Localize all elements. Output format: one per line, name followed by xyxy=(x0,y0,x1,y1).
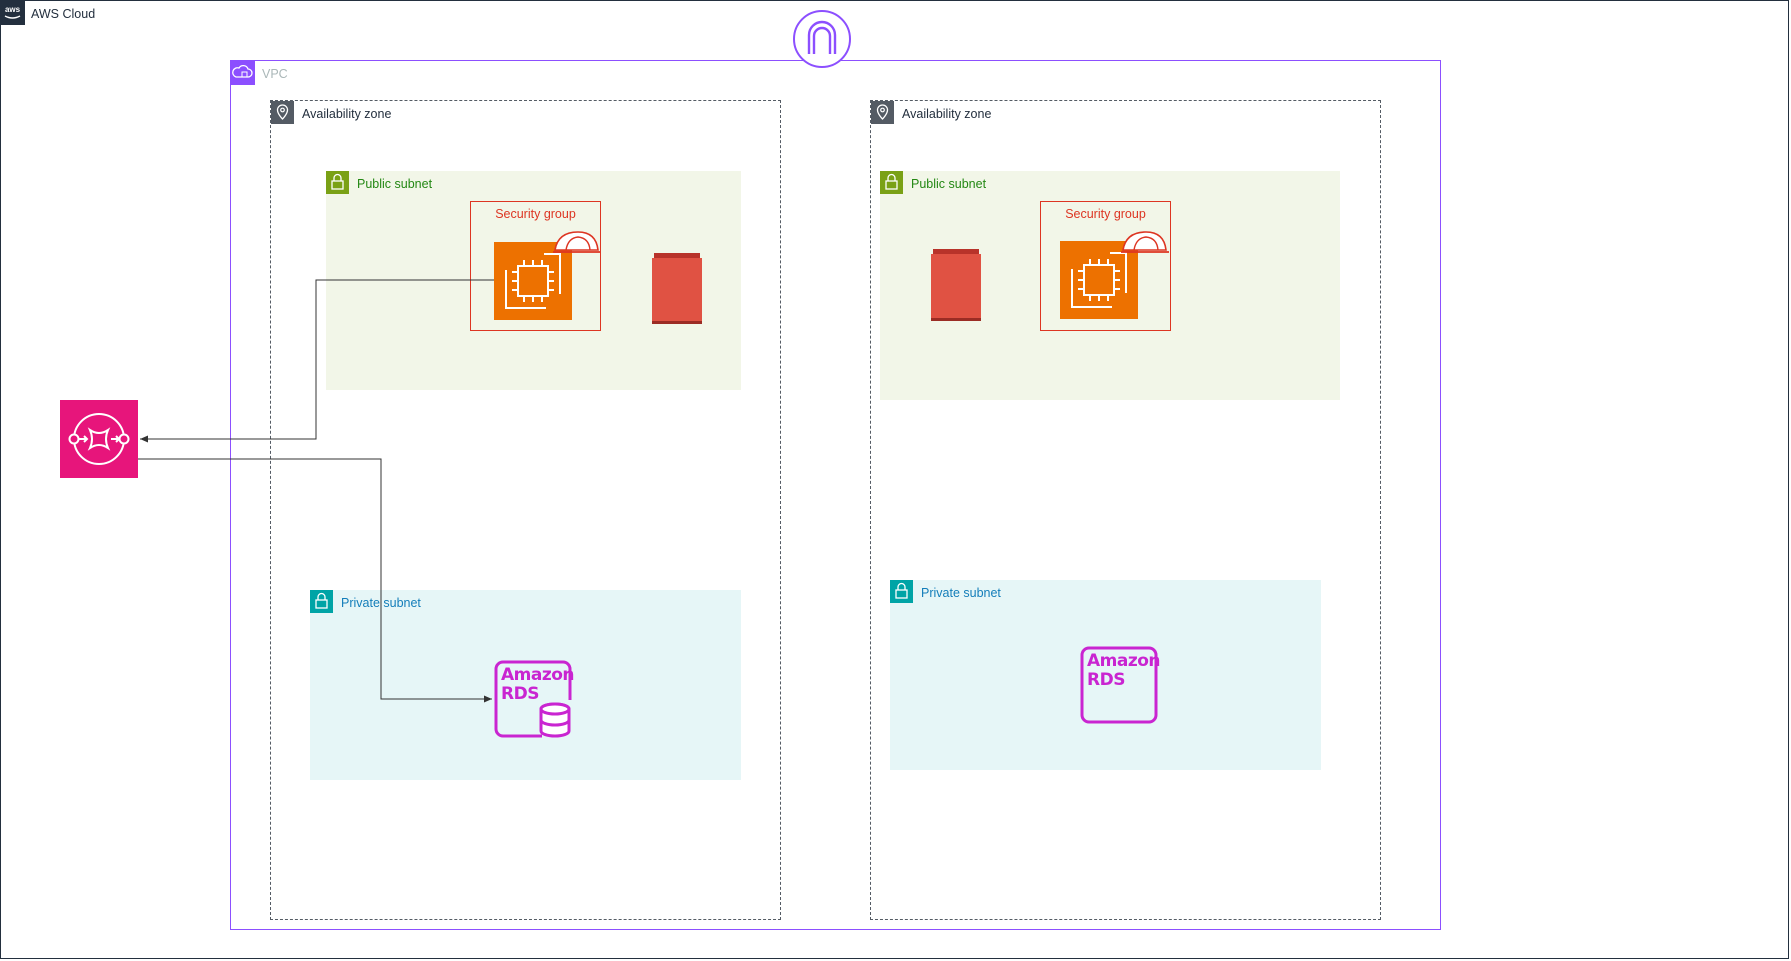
public-subnet-label: Public subnet xyxy=(911,177,987,191)
private-subnet-lock-icon xyxy=(890,580,913,603)
rds-label-line2: RDS xyxy=(1087,670,1125,690)
availability-zone-pin-icon xyxy=(871,101,894,124)
private-subnet-2 xyxy=(890,580,1321,770)
availability-zone-pin-icon xyxy=(271,101,294,124)
aws-logo-icon: aws xyxy=(0,0,25,25)
availability-zone-label: Availability zone xyxy=(302,107,392,121)
internet-gateway-icon[interactable] xyxy=(792,9,852,69)
rds-label-line1: Amazon xyxy=(501,665,575,685)
hardhat-icon xyxy=(552,228,602,256)
security-group-2 xyxy=(1040,201,1171,331)
rds-instance-icon[interactable]: Amazon RDS xyxy=(1080,646,1161,724)
rds-label-line2: RDS xyxy=(501,684,539,704)
private-subnet-label: Private subnet xyxy=(341,596,421,610)
vpc-cloud-icon xyxy=(230,60,255,85)
public-subnet-lock-icon xyxy=(326,171,349,194)
availability-zone-2 xyxy=(870,100,1381,920)
public-subnet-label: Public subnet xyxy=(357,177,433,191)
security-group-label: Security group xyxy=(495,207,576,221)
ebs-volume-icon[interactable] xyxy=(650,250,704,326)
ebs-volume-icon[interactable] xyxy=(929,246,983,323)
security-group-label: Security group xyxy=(1065,207,1146,221)
ec2-instance-icon[interactable] xyxy=(494,242,572,320)
vpc-label: VPC xyxy=(262,67,288,81)
ec2-instance-icon[interactable] xyxy=(1060,241,1138,319)
rds-instance-icon[interactable]: Amazon RDS xyxy=(494,660,575,738)
availability-zone-label: Availability zone xyxy=(902,107,992,121)
svg-text:aws: aws xyxy=(5,5,21,14)
private-subnet-label: Private subnet xyxy=(921,586,1001,600)
aws-cloud-label: AWS Cloud xyxy=(31,7,96,21)
security-group-1 xyxy=(470,201,601,331)
private-subnet-lock-icon xyxy=(310,590,333,613)
public-subnet-lock-icon xyxy=(880,171,903,194)
rds-label-line1: Amazon xyxy=(1087,651,1161,671)
hardhat-icon xyxy=(1120,228,1170,256)
sqs-queue-icon[interactable] xyxy=(60,400,138,478)
